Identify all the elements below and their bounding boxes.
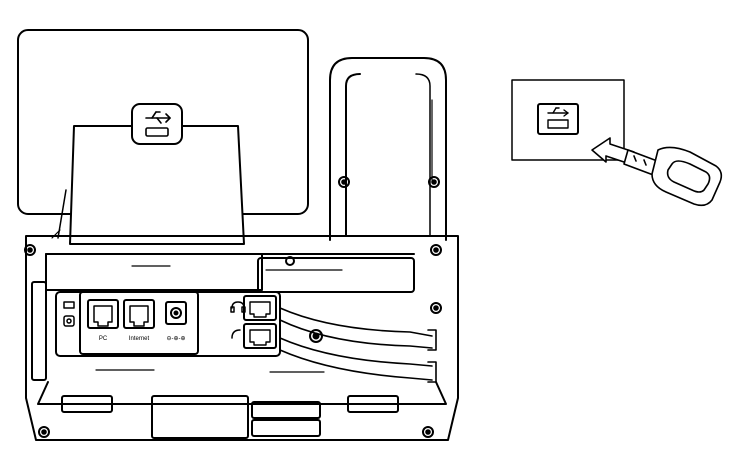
usb-flash-drive [623,146,723,207]
phone-base [24,235,459,441]
screw [430,244,442,256]
screw [38,426,50,438]
usb-port-housing [131,103,183,145]
screw [422,426,434,438]
connector-panel: PC Internet ⊖-⊕-⊕ [55,291,323,357]
screw [430,302,442,314]
cable-channels [279,307,437,383]
headset-jack [243,295,277,321]
headset-icon [230,301,246,313]
pc-port-label: PC [99,336,108,342]
pc-port: PC [87,299,119,342]
lock-slot-icon [63,301,75,327]
usb-icon [547,107,569,129]
handset-cradle [329,57,447,241]
internet-port-label: Internet [129,336,150,342]
power-jack: ⊖-⊕-⊕ [165,301,187,342]
screw [24,244,36,256]
internet-port: Internet [123,299,155,342]
handset-icon [231,329,241,339]
handset-jack [243,323,277,349]
power-symbol: ⊖-⊕-⊕ [166,336,185,342]
usb-icon [145,111,171,137]
phone-stand [51,103,245,245]
